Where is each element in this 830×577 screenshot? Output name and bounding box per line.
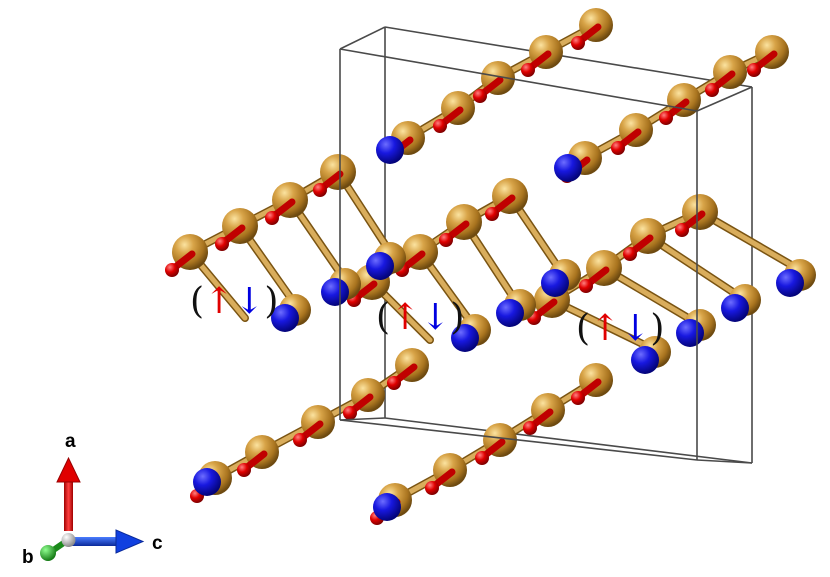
axis-b-label: b bbox=[22, 547, 34, 568]
spin-down-cone bbox=[271, 304, 299, 332]
cell-edge bbox=[384, 26, 753, 88]
spin-up-head bbox=[659, 111, 673, 125]
spin-up-head bbox=[425, 481, 439, 495]
spin-down-cone bbox=[676, 319, 704, 347]
axis-triad bbox=[40, 456, 145, 561]
cell-edge bbox=[339, 48, 698, 112]
spin-up-head bbox=[475, 451, 489, 465]
spin-down-cone bbox=[451, 324, 479, 352]
axis-a-label: a bbox=[65, 431, 76, 452]
spin-up-head bbox=[293, 433, 307, 447]
spin-up-head bbox=[215, 237, 229, 251]
axis-a-arrow bbox=[56, 456, 81, 531]
spin-up-head bbox=[675, 223, 689, 237]
spin-down-cone bbox=[631, 346, 659, 374]
spin-down-cone bbox=[541, 269, 569, 297]
spin-up-head bbox=[623, 247, 637, 261]
spin-up-head bbox=[579, 279, 593, 293]
cell-edge bbox=[696, 86, 753, 112]
spin-up-head bbox=[571, 36, 585, 50]
spin-up-head bbox=[611, 141, 625, 155]
unit-cell-back-edges bbox=[384, 26, 753, 464]
spin-up-head bbox=[523, 421, 537, 435]
spin-up-head bbox=[473, 89, 487, 103]
spin-pair-label-right: (↑↓) bbox=[576, 308, 665, 349]
spin-pair-label-middle: (↑↓) bbox=[376, 297, 465, 338]
spin-up-head bbox=[165, 263, 179, 277]
spin-up-head bbox=[237, 463, 251, 477]
spin-down-cone bbox=[321, 278, 349, 306]
spin-pair-label-left: (↑↓) bbox=[190, 281, 279, 322]
atom-layer bbox=[165, 8, 816, 525]
spin-down-cone bbox=[366, 252, 394, 280]
cell-edge bbox=[384, 417, 753, 464]
spin-down-cone bbox=[776, 269, 804, 297]
bond-highlight bbox=[697, 209, 803, 273]
spin-down-cone bbox=[496, 299, 524, 327]
cell-edge bbox=[339, 417, 386, 421]
spin-up-head bbox=[433, 119, 447, 133]
spin-down-cone bbox=[373, 493, 401, 521]
unit-cell-front-edges bbox=[339, 26, 753, 464]
spin-up-head bbox=[571, 391, 585, 405]
spin-up-head bbox=[387, 376, 401, 390]
spin-down-cone bbox=[554, 154, 582, 182]
bond-highlight bbox=[601, 265, 703, 328]
spin-up-head bbox=[343, 406, 357, 420]
spin-down-cone bbox=[721, 294, 749, 322]
spin-up-head bbox=[485, 207, 499, 221]
cell-edge bbox=[339, 26, 386, 50]
spin-down-cone bbox=[193, 468, 221, 496]
spin-up-head bbox=[521, 63, 535, 77]
spin-up-head bbox=[313, 183, 327, 197]
spin-down-cone bbox=[376, 136, 404, 164]
spin-up-head bbox=[265, 211, 279, 225]
spin-up-head bbox=[439, 233, 453, 247]
spin-up-head bbox=[747, 63, 761, 77]
spin-up-head bbox=[705, 83, 719, 97]
cell-edge bbox=[339, 419, 698, 461]
axis-c-label: c bbox=[152, 533, 163, 554]
axis-c-arrow bbox=[72, 529, 145, 554]
axis-origin bbox=[61, 533, 76, 547]
cell-edge bbox=[696, 459, 753, 464]
bond-highlight bbox=[549, 297, 658, 353]
